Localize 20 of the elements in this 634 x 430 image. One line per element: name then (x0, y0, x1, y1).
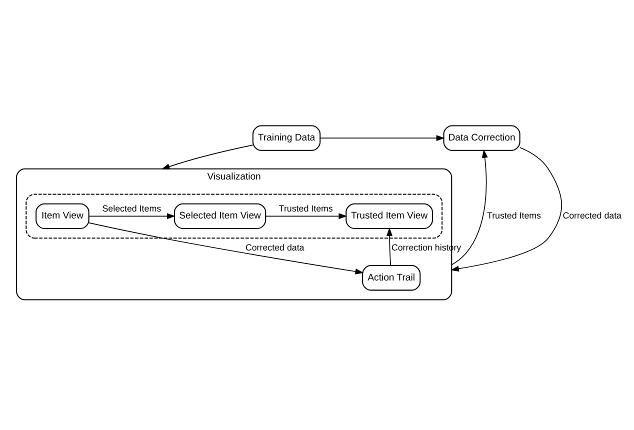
edge-label: Corrected data (562, 210, 622, 220)
arrow (88, 212, 176, 219)
node-box: Training Data (252, 124, 321, 150)
arrow (161, 144, 254, 169)
arrow (320, 134, 445, 141)
edge-label: Trusted Items (278, 203, 333, 214)
node-box: Selected Item View (174, 202, 266, 229)
arrow (88, 222, 364, 274)
node-box: Data Correction (443, 124, 520, 150)
node-box: Item View (36, 202, 90, 229)
arrow (451, 148, 488, 265)
node-box: Trusted Item View (346, 202, 433, 229)
node-box: Action Trail (362, 264, 421, 290)
edge-label: Selected Items (102, 203, 162, 214)
arrow (386, 226, 392, 266)
arrow (265, 212, 348, 219)
arrow (450, 146, 562, 272)
edge-label: Trusted Items (486, 210, 542, 220)
edge-label: Corrected data (245, 242, 304, 252)
cluster (26, 193, 443, 238)
